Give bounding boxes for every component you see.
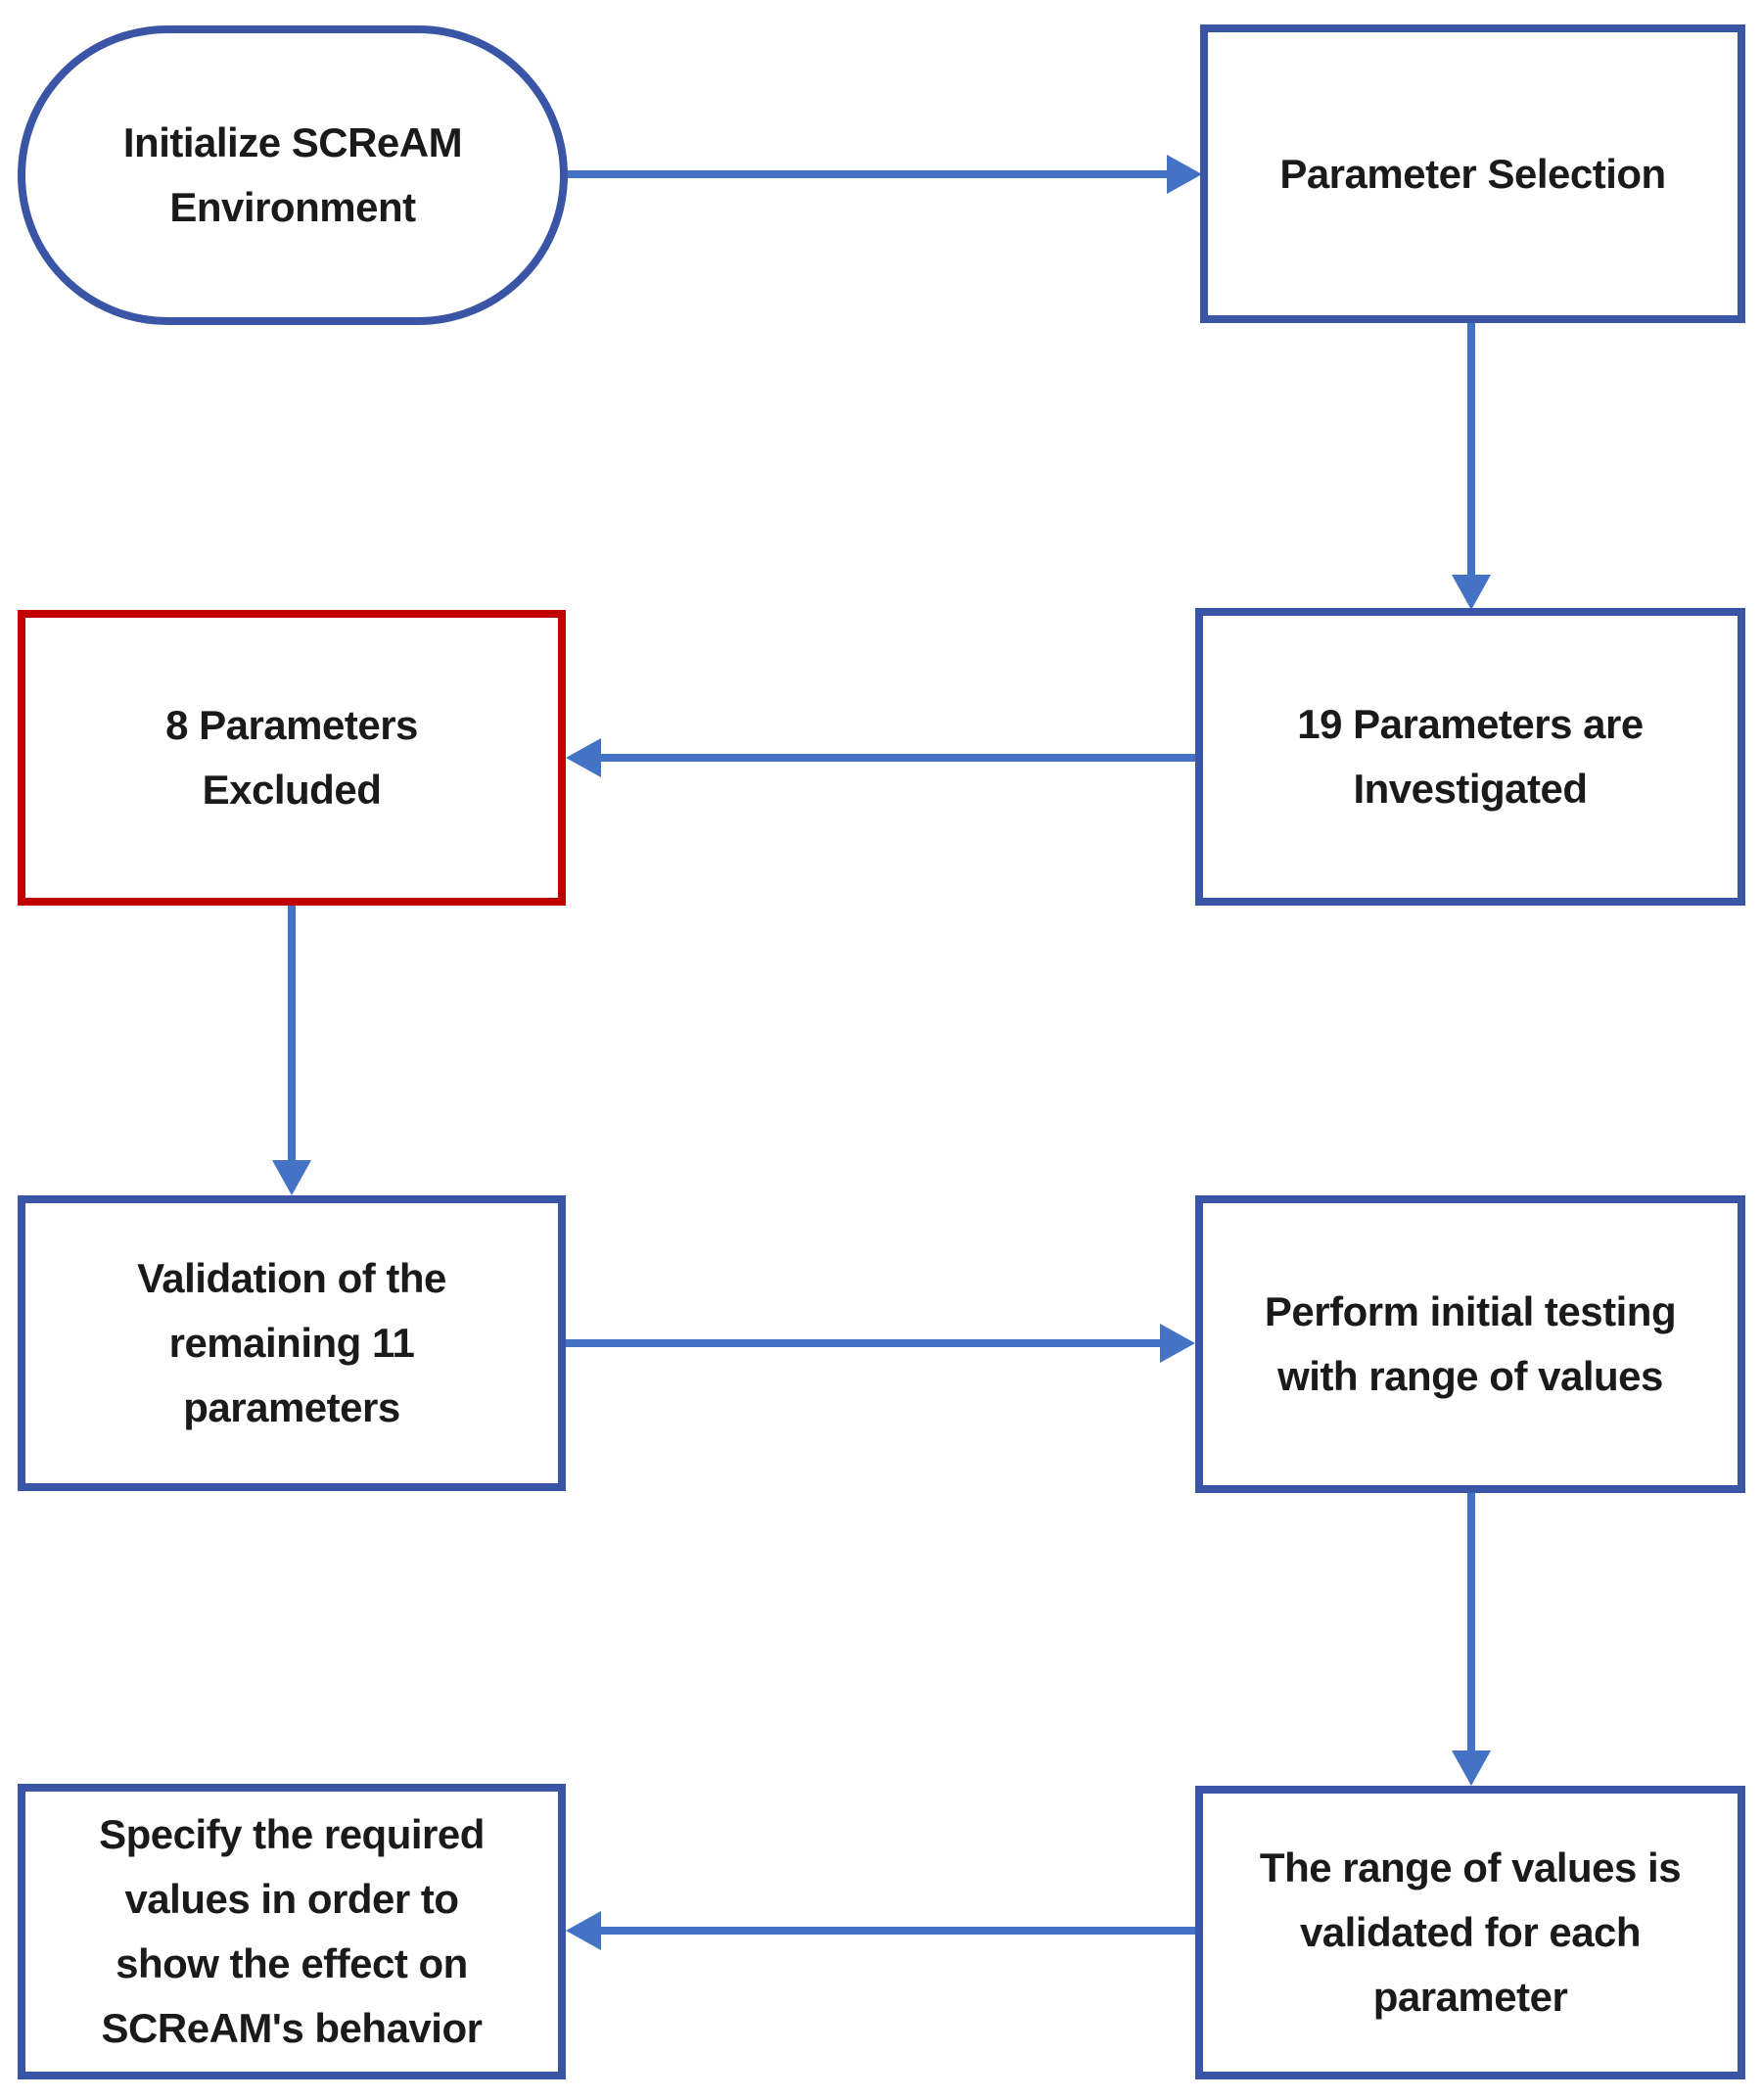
arrow-param-selection-to-investigated — [1452, 323, 1491, 610]
node-specify-required-values: Specify the required values in order to … — [18, 1784, 566, 2079]
node-19-parameters-investigated: 19 Parameters are Investigated — [1195, 608, 1745, 906]
node-19-parameters-investigated-label: 19 Parameters are Investigated — [1297, 701, 1644, 812]
node-parameter-selection: Parameter Selection — [1200, 24, 1745, 323]
node-initialize-scream-environment: Initialize SCReAM Environment — [18, 25, 568, 325]
arrow-init-to-param-selection — [568, 155, 1202, 194]
node-perform-initial-testing-label: Perform initial testing with range of va… — [1264, 1288, 1677, 1399]
node-range-of-values-validated-label: The range of values is validated for eac… — [1259, 1844, 1682, 2020]
node-range-of-values-validated: The range of values is validated for eac… — [1195, 1786, 1745, 2079]
arrow-range-validated-to-specify — [566, 1911, 1195, 1950]
node-specify-required-values-label: Specify the required values in order to … — [99, 1811, 485, 2051]
node-validation-remaining-11-parameters: Validation of the remaining 11 parameter… — [18, 1195, 566, 1491]
arrow-initial-testing-to-range-validated — [1452, 1493, 1491, 1786]
node-initialize-scream-environment-label: Initialize SCReAM Environment — [122, 119, 463, 230]
node-8-parameters-excluded: 8 Parameters Excluded — [18, 610, 566, 906]
arrow-excluded-to-validation — [272, 906, 311, 1195]
arrow-investigated-to-excluded — [566, 738, 1195, 777]
node-perform-initial-testing: Perform initial testing with range of va… — [1195, 1195, 1745, 1493]
node-parameter-selection-label: Parameter Selection — [1279, 150, 1666, 197]
node-8-parameters-excluded-label: 8 Parameters Excluded — [165, 702, 418, 813]
arrow-validation-to-initial-testing — [566, 1324, 1195, 1363]
node-validation-remaining-11-parameters-label: Validation of the remaining 11 parameter… — [137, 1255, 446, 1430]
